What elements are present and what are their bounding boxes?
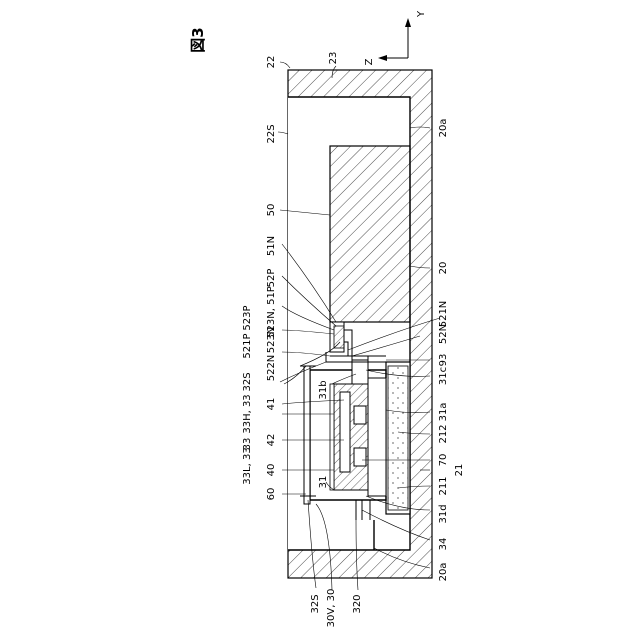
label-52N: 52N	[438, 324, 449, 344]
label-60: 60	[266, 488, 277, 501]
label-31c: 31c	[438, 367, 449, 385]
axis-y-label: Y	[416, 10, 427, 18]
label-20a-bot: 20a	[438, 563, 449, 582]
label-93: 93	[438, 354, 449, 367]
label-320: 320	[352, 594, 363, 613]
label-20a-top: 20a	[438, 119, 449, 138]
label-21: 21	[454, 464, 465, 477]
block-50	[330, 146, 410, 322]
label-522N: 522N	[266, 355, 277, 382]
label-22S: 22S	[266, 124, 277, 143]
label-33L: 33L, 33	[242, 447, 253, 484]
label-22: 22	[266, 56, 277, 69]
label-521P: 521P	[242, 333, 253, 358]
label-212: 212	[438, 424, 449, 443]
label-51N: 51N	[266, 236, 277, 256]
label-521N: 521N	[438, 301, 449, 328]
label-42: 42	[266, 434, 277, 447]
label-523P: 523P	[242, 305, 253, 330]
cooler-21	[386, 362, 410, 514]
label-523N: 523N	[266, 327, 277, 354]
label-32S-top: 32S	[242, 372, 253, 391]
label-34: 34	[438, 538, 449, 551]
label-20: 20	[438, 262, 449, 275]
label-50: 50	[266, 204, 277, 217]
axis-z-label: Z	[364, 58, 375, 65]
label-211: 211	[438, 476, 449, 495]
figure-title: 図3	[189, 27, 207, 52]
label-31: 31	[318, 476, 329, 489]
label-40: 40	[266, 464, 277, 477]
label-33H: 33H, 33	[242, 394, 253, 433]
label-31a: 31a	[438, 403, 449, 422]
label-70: 70	[438, 454, 449, 467]
label-23: 23	[328, 52, 339, 65]
label-32S-bot: 32S	[310, 594, 321, 613]
label-41: 41	[266, 398, 277, 411]
label-31b: 31b	[318, 380, 329, 399]
label-30V: 30V, 30	[326, 589, 337, 628]
label-31d: 31d	[438, 504, 449, 523]
coordinate-axes: Y Z	[364, 10, 427, 65]
label-52P: 52P	[266, 269, 277, 288]
